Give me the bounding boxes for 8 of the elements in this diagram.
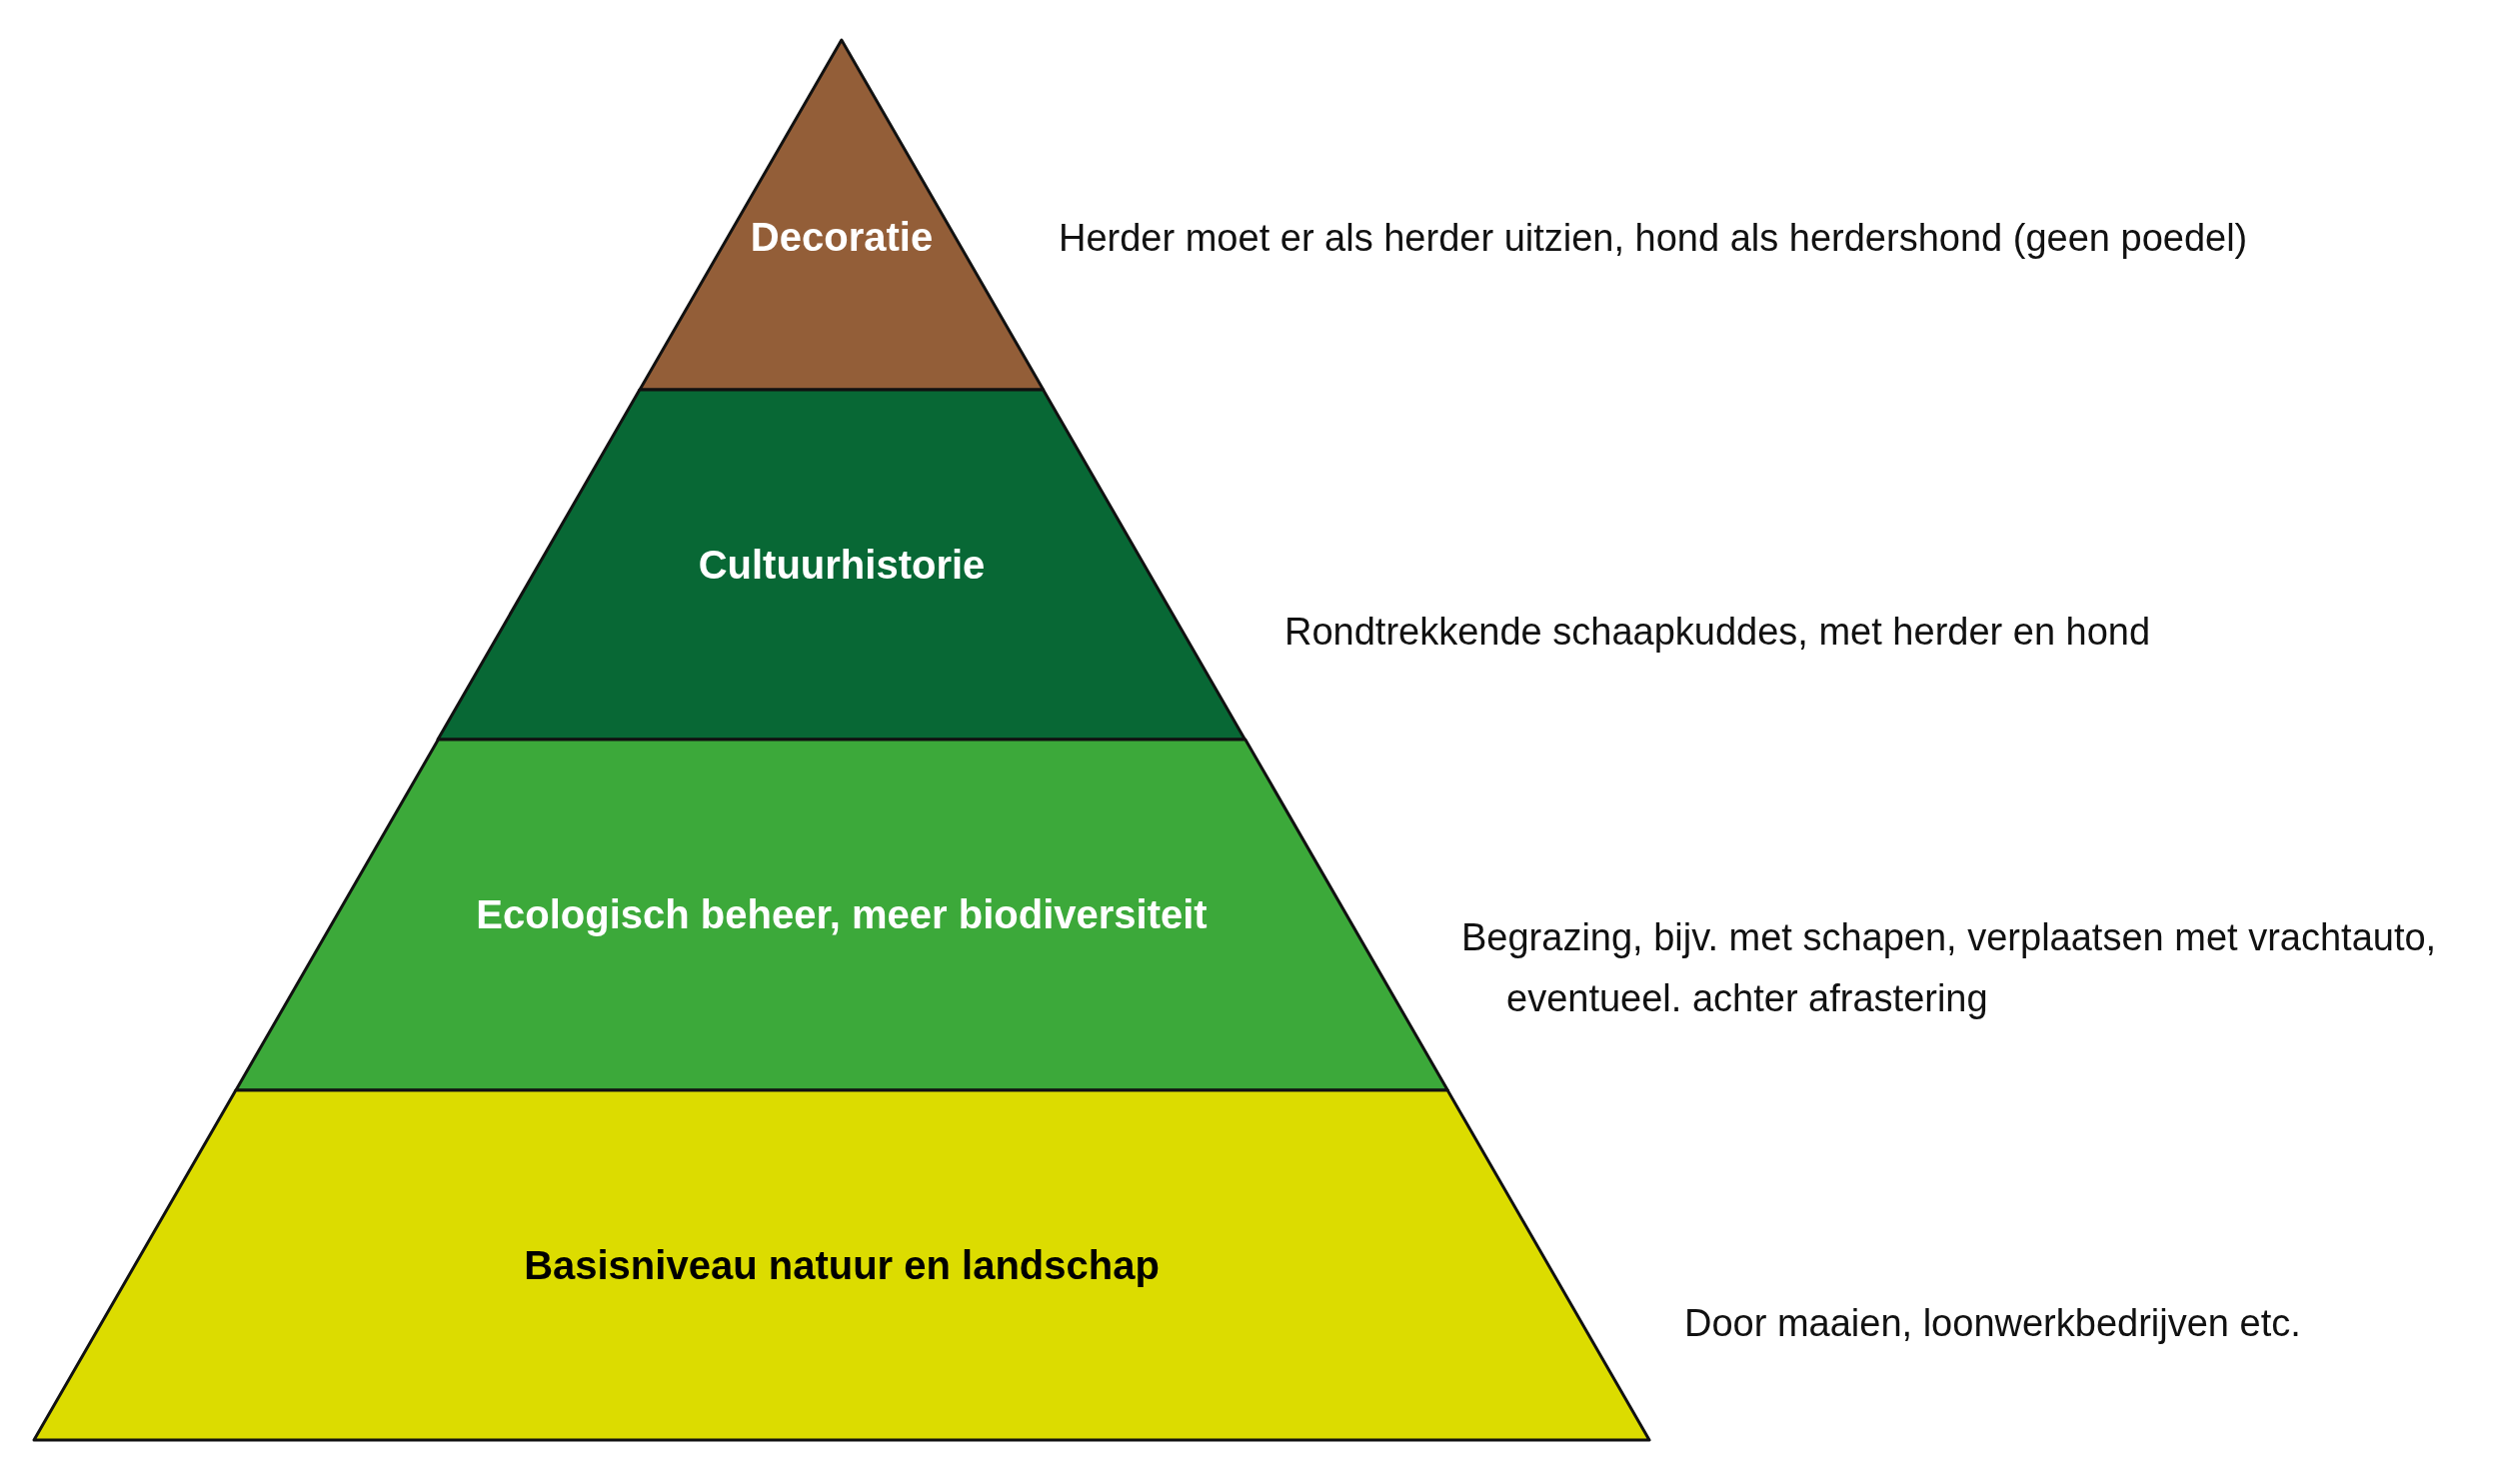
level-label: Decoratie [750,215,934,260]
level-label: Cultuurhistorie [698,542,986,588]
description-text: Herder moet er als herder uitzien, hond als herdershond (geen poedel) [1059,216,2249,261]
level-label: Basisniveau natuur en landschap [524,1242,1160,1288]
description-text: Begrazing, bijv. met schapen, verplaatsen met vrachtauto, eventueel. achter afrastering [1461,915,2438,1021]
level-label: Ecologisch beheer, meer biodiversiteit [476,892,1208,937]
description-text: Door maaien, loonwerkbedrijven etc. [1684,1301,2302,1346]
description-text: Rondtrekkende schaapkuddes, met herder en hond [1284,610,2152,655]
